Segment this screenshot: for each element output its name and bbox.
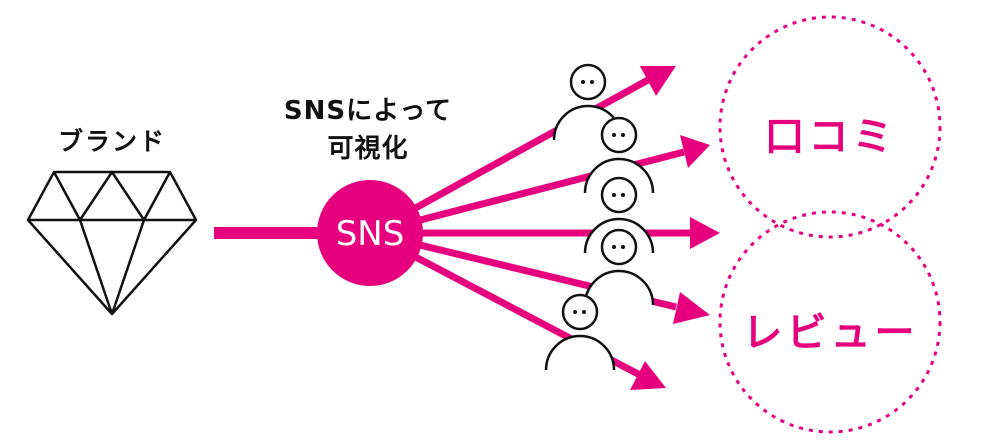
word-of-mouth-label: 口コミ bbox=[764, 114, 897, 160]
review-bubble bbox=[718, 210, 942, 434]
sns-hub-circle bbox=[317, 180, 423, 286]
brand-label: ブランド bbox=[57, 127, 166, 156]
caption-line-1: SNSによって bbox=[283, 96, 453, 126]
person-icon bbox=[583, 228, 655, 306]
person-icon bbox=[544, 293, 616, 371]
caption: SNSによって 可視化 bbox=[268, 92, 468, 168]
review-label: レビュー bbox=[742, 310, 919, 356]
sns-hub-label: SNS bbox=[335, 214, 405, 254]
diamond-icon bbox=[26, 170, 198, 316]
word-of-mouth-bubble bbox=[718, 15, 942, 239]
person-icon bbox=[583, 116, 655, 194]
caption-line-2: 可視化 bbox=[327, 134, 409, 164]
